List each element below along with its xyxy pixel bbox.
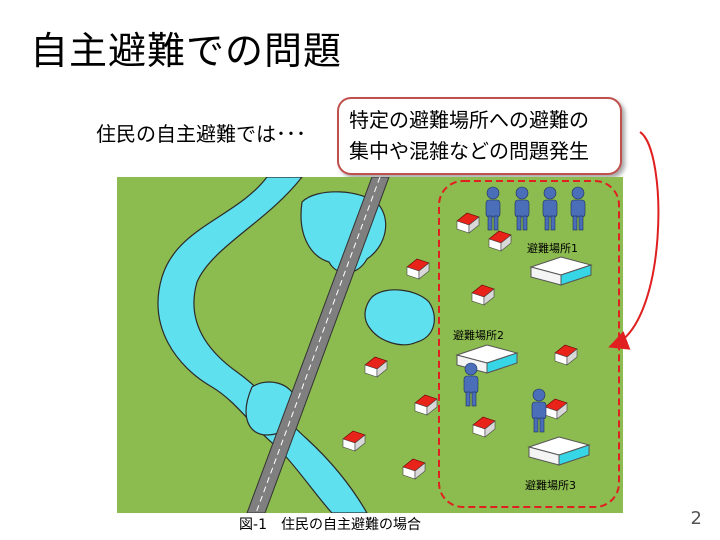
shelter-3-label: 避難場所3 bbox=[525, 478, 576, 492]
callout-line-1: 特定の避難場所への避難の bbox=[349, 108, 589, 132]
evacuation-map: 避難場所1 避難場所2 避難場所3 bbox=[117, 177, 623, 513]
callout-line-2: 集中や混雑などの問題発生 bbox=[349, 139, 589, 163]
callout-box: 特定の避難場所への避難の 集中や混雑などの問題発生 bbox=[337, 97, 622, 175]
figure-caption: 図-1 住民の自主避難の場合 bbox=[239, 517, 421, 533]
river bbox=[157, 177, 368, 513]
shelter-1-label: 避難場所1 bbox=[527, 241, 578, 255]
lead-text: 住民の自主避難では･･･ bbox=[96, 122, 306, 146]
slide-title: 自主避難での問題 bbox=[30, 29, 343, 73]
shelter-2-label: 避難場所2 bbox=[453, 328, 504, 342]
page-number: 2 bbox=[690, 508, 702, 529]
pond-middle bbox=[364, 289, 435, 346]
road bbox=[246, 177, 390, 513]
